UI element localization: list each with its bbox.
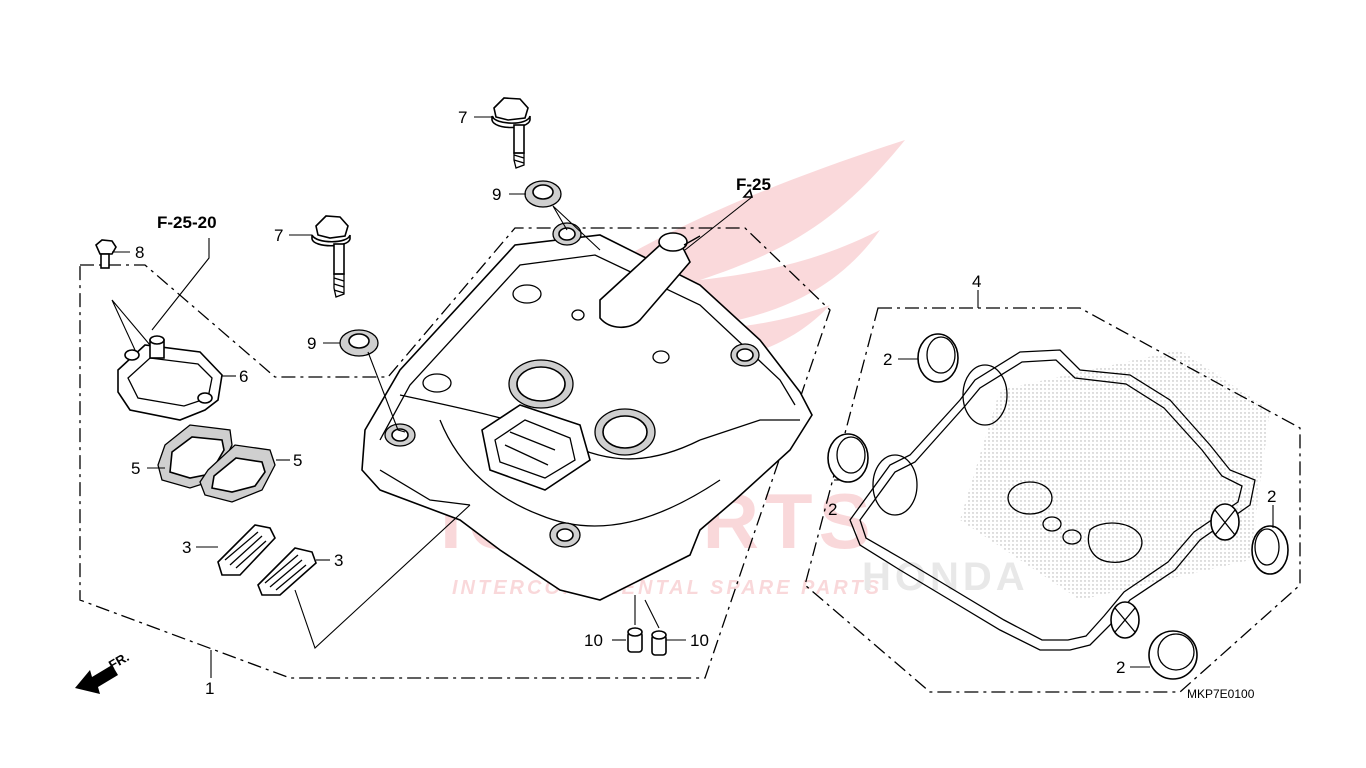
baffle-3-right (257, 547, 317, 596)
plug-seal-2-bottom (1148, 630, 1198, 680)
shading-dots (960, 350, 1270, 600)
dowel-10-left (627, 627, 643, 653)
label-8: 8 (135, 243, 144, 262)
grommet-9-top (524, 180, 562, 208)
label-2-top: 2 (883, 350, 892, 369)
label-2-bottom: 2 (1116, 658, 1125, 677)
label-10-right: 10 (690, 631, 709, 650)
breather-cover-6 (117, 335, 223, 421)
label-5-left: 5 (131, 459, 140, 478)
grommet-9-left (339, 329, 379, 357)
bolt-8 (95, 239, 117, 269)
reference-hose: F-25 (736, 175, 771, 194)
label-9-left: 9 (307, 334, 316, 353)
label-7-top: 7 (458, 108, 467, 127)
label-6: 6 (239, 367, 248, 386)
plug-seal-bottom (1110, 601, 1140, 639)
gasket-5-right (199, 444, 276, 503)
head-cover-gasket-4 (849, 349, 1256, 651)
label-5-right: 5 (293, 451, 302, 470)
plug-seal-right (1210, 503, 1240, 541)
label-3-right: 3 (334, 551, 343, 570)
reference-breather: F-25-20 (157, 213, 217, 232)
front-direction-arrow: FR. (75, 649, 132, 694)
diagram-code: MKP7E0100 (1187, 687, 1255, 701)
label-7-left: 7 (274, 226, 283, 245)
label-3-left: 3 (182, 538, 191, 557)
assembly-boundary-4 (804, 307, 1301, 693)
label-1: 1 (205, 679, 214, 698)
label-9-top: 9 (492, 185, 501, 204)
label-10-left: 10 (584, 631, 603, 650)
plug-seal-2-left (827, 433, 869, 483)
cylinder-head-cover (361, 222, 813, 601)
label-2-right: 2 (1267, 487, 1276, 506)
label-4: 4 (972, 272, 981, 291)
plug-seal-2-right (1251, 525, 1289, 575)
baffle-3-left (217, 524, 276, 576)
assembly-boundary-1 (79, 227, 831, 679)
dowel-10-right (651, 630, 667, 656)
plug-seal-2-top (917, 333, 959, 383)
watermark-maker: HONDA (862, 555, 1029, 599)
leader-lines (111, 116, 1274, 678)
bolt-7-left (311, 215, 351, 298)
bolt-7-top (491, 97, 531, 169)
part-labels: 7 9 7 9 8 6 5 5 3 3 1 10 10 4 2 2 2 2 (131, 108, 1276, 698)
label-2-left: 2 (828, 500, 837, 519)
